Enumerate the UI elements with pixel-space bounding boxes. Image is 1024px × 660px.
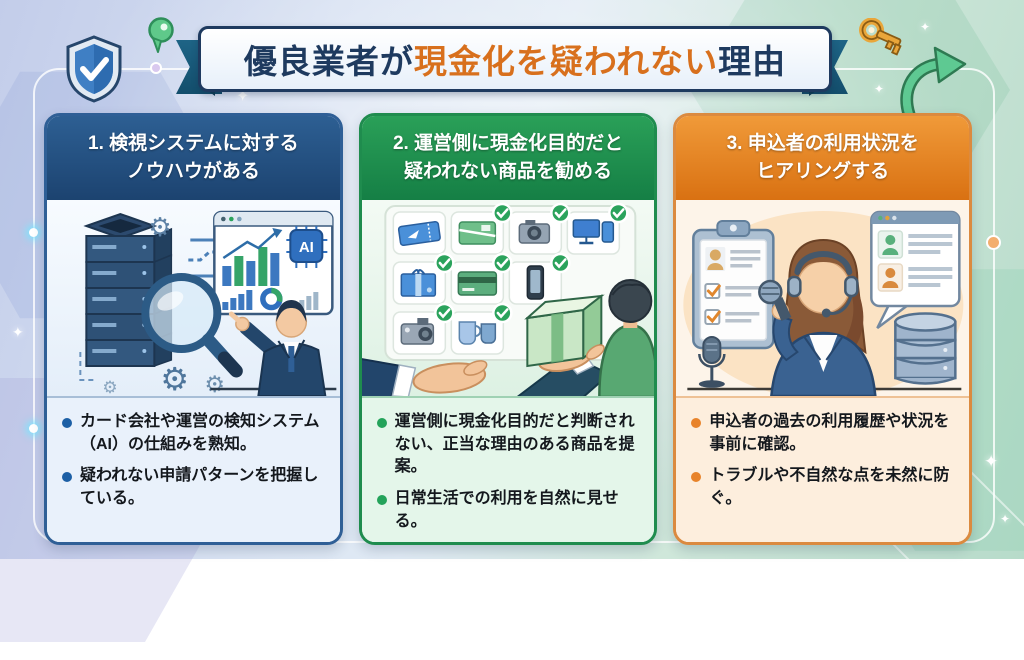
- frame-dot: [29, 228, 38, 237]
- product-tile-giftcard: [450, 211, 504, 255]
- magnifier-icon: [141, 273, 243, 378]
- card3-body: 申込者の過去の利用履歴や状況を事前に確認。 トラブルや不自然な点を未然に防ぐ。: [676, 396, 970, 542]
- analytics-window-icon: AI: [213, 210, 334, 316]
- bullet-dot: [62, 418, 72, 428]
- product-tile-mugs: [450, 311, 504, 355]
- reason-cards: 1. 検視システムに対する ノウハウがある: [44, 113, 973, 545]
- product-tile-ticket: [392, 211, 446, 255]
- page-title: 優良業者が現金化を疑われない理由: [243, 43, 787, 80]
- gear-icon: ⚙: [204, 372, 225, 396]
- checklist-clipboard-icon: [692, 220, 775, 350]
- check-badges: [433, 202, 629, 324]
- product-tile-devices: [566, 211, 620, 255]
- sparkle-icon: ✦: [984, 452, 999, 471]
- card1-body: カード会社や運営の検知システム（AI）の仕組みを熟知。 疑われない申請パターンを…: [47, 396, 340, 542]
- card3-header: 3. 申込者の利用状況を ヒアリングする: [676, 116, 970, 200]
- bullet-item: 申込者の過去の利用履歴や状況を事前に確認。: [689, 411, 959, 456]
- reason-card-1: 1. 検視システムに対する ノウハウがある: [44, 113, 343, 545]
- card2-header: 2. 運営側に現金化目的だと 疑われない商品を勧める: [361, 116, 655, 200]
- product-box-icon: [523, 293, 605, 368]
- title-banner: 優良業者が現金化を疑われない理由: [198, 26, 832, 92]
- frame-dot: [29, 424, 38, 433]
- bullet-dot: [376, 495, 387, 506]
- bullet-dot: [691, 472, 702, 483]
- bullet-item: 運営側に現金化目的だと判断されない、正当な理由のある商品を提案。: [375, 411, 645, 479]
- key-icon: [859, 18, 902, 56]
- frame-dot: [152, 64, 160, 72]
- sparkle-icon: ✦: [1000, 512, 1011, 526]
- reason-card-2: 2. 運営側に現金化目的だと 疑われない商品を勧める: [358, 113, 658, 545]
- customer-icon: [597, 279, 655, 396]
- database-icon: [894, 312, 957, 385]
- microphone-stand-icon: [698, 336, 726, 388]
- bullet-item: カード会社や運営の検知システム（AI）の仕組みを熟知。: [60, 411, 330, 456]
- card1-illustration-detection-system: ⚙ ⚙ ⚙ ⚙: [47, 200, 340, 396]
- card3-bullet-list: 申込者の過去の利用履歴や状況を事前に確認。 トラブルや不自然な点を未然に防ぐ。: [689, 411, 959, 511]
- handheld-mic-icon: [758, 279, 792, 321]
- product-tile-smartphone: [508, 261, 562, 305]
- card2-body: 運営側に現金化目的だと判断されない、正当な理由のある商品を提案。 日常生活での利…: [361, 396, 655, 542]
- bullet-item: トラブルや不自然な点を未然に防ぐ。: [689, 465, 959, 510]
- businessman-icon: [210, 300, 337, 396]
- sparkle-icon: ✦: [874, 82, 885, 96]
- reason-card-3: 3. 申込者の利用状況を ヒアリングする: [673, 113, 973, 545]
- product-tile-camera2: [392, 311, 446, 355]
- bar-chart-icon: [222, 228, 283, 286]
- card3-illustration-hearing: [676, 200, 970, 396]
- card2-bullet-list: 運営側に現金化目的だと判断されない、正当な理由のある商品を提案。 日常生活での利…: [375, 411, 645, 534]
- bullet-item: 疑われない申請パターンを把握している。: [60, 465, 330, 510]
- product-tile-creditcard: [450, 261, 504, 305]
- bullet-dot: [62, 472, 72, 483]
- bullet-dot: [691, 418, 702, 428]
- bullet-item: 日常生活での利用を自然に見せる。: [375, 488, 645, 533]
- gear-icon: ⚙: [148, 213, 171, 243]
- map-pin-icon: [148, 17, 174, 53]
- profile-window-icon: [870, 210, 961, 329]
- gear-icon: ⚙: [160, 360, 189, 396]
- giving-hand-icon: [361, 358, 488, 396]
- card1-header: 1. 検視システムに対する ノウハウがある: [47, 116, 340, 200]
- sparkle-icon: ✦: [920, 20, 931, 34]
- frame-dot: [988, 237, 999, 248]
- svg-text:AI: AI: [299, 239, 314, 256]
- product-tile-giftbox: [392, 261, 446, 305]
- ai-chip-icon: AI: [286, 226, 328, 268]
- operator-icon: [758, 238, 877, 396]
- product-tile-camera: [508, 211, 562, 255]
- card2-illustration-products: [361, 200, 655, 396]
- sparkle-icon: ✦: [12, 324, 24, 340]
- sparkle-icon: ✦: [236, 88, 250, 105]
- mini-charts: [222, 287, 319, 311]
- card1-bullet-list: カード会社や運営の検知システム（AI）の仕組みを熟知。 疑われない申請パターンを…: [60, 411, 330, 511]
- infographic-stage: ✦ ✦ ✦ ✦ ✦ ✦ 優良業者が現金化を疑われない理由: [0, 0, 1024, 642]
- bullet-dot: [376, 418, 387, 428]
- curved-arrow-icon: [900, 46, 967, 121]
- shield-check-icon: [66, 35, 122, 103]
- gear-icon: ⚙: [102, 378, 117, 396]
